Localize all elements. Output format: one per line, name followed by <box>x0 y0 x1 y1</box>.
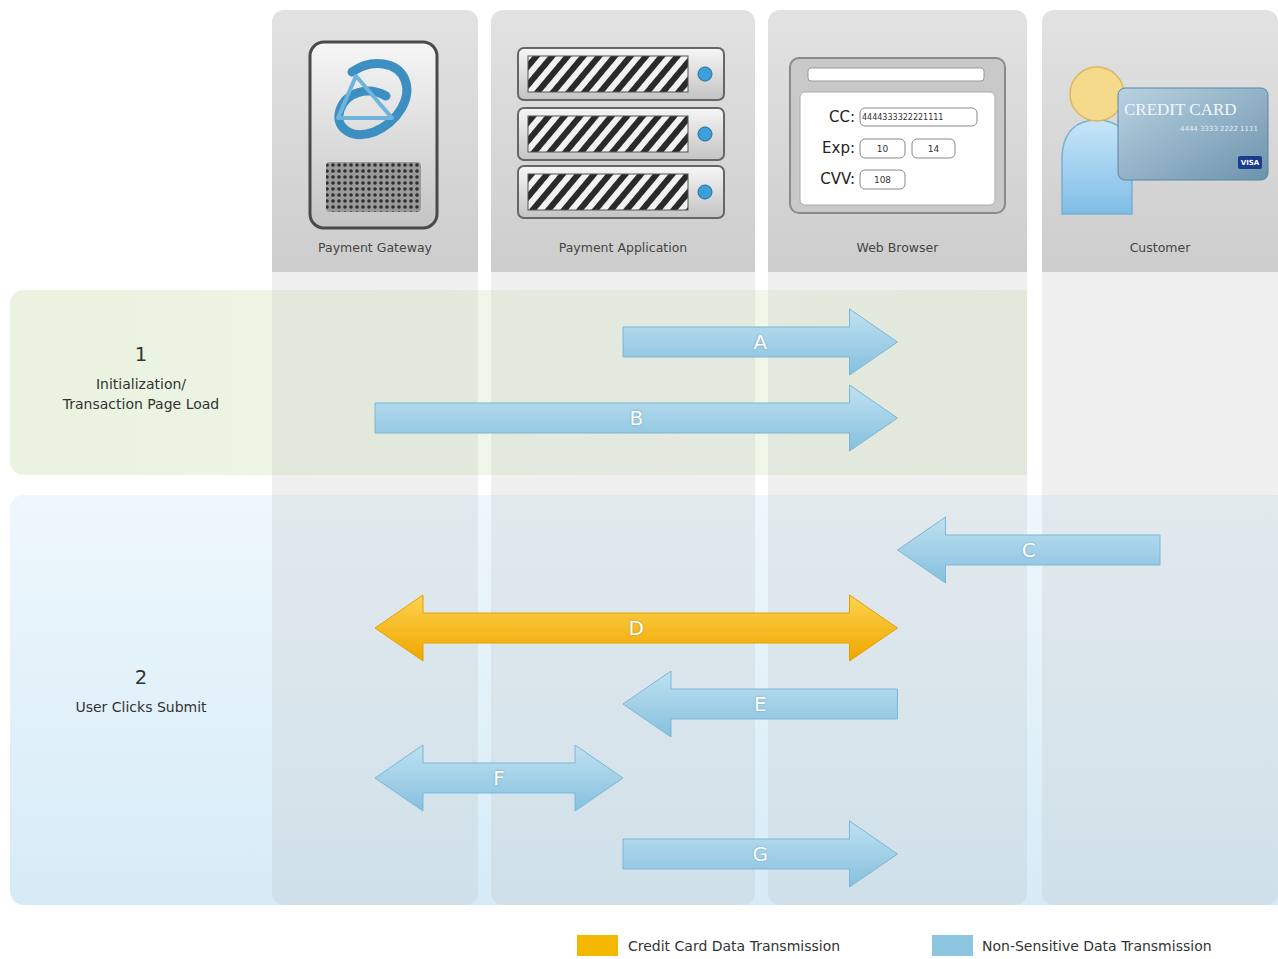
server-stack-part <box>698 127 712 141</box>
expiry-year-value: 14 <box>912 143 955 155</box>
legend-text: Credit Card Data Transmission <box>628 936 840 956</box>
column-title: Web Browser <box>768 238 1027 258</box>
column-title: Customer <box>1042 238 1278 258</box>
browser-window <box>790 58 1005 213</box>
form-field-label: Exp: <box>805 139 855 157</box>
card-number: 4444 3333 2222 1111 <box>1180 124 1266 134</box>
cvv-value: 108 <box>860 174 905 186</box>
arrow-letter: G <box>745 842 775 866</box>
credit-card <box>1118 88 1268 180</box>
server-stack-part <box>528 174 688 210</box>
browser-window-part <box>860 170 905 189</box>
server-stack-part <box>698 67 712 81</box>
browser-window-part <box>912 139 955 158</box>
text-holder: Payment Application <box>491 238 755 258</box>
text-holder: 2User Clicks Submit <box>10 663 272 717</box>
legend-text: Non-Sensitive Data Transmission <box>982 936 1212 956</box>
arrow-letter: F <box>484 766 514 790</box>
arrow-letter: C <box>1014 538 1044 562</box>
column-title: Payment Gateway <box>272 238 478 258</box>
card-title: CREDIT CARD <box>1124 100 1266 120</box>
gateway-device-part <box>310 42 437 228</box>
arrow-letter: A <box>745 330 775 354</box>
card-brand: VISA <box>1238 158 1262 168</box>
gateway-device <box>310 42 437 228</box>
card-number-value: 4444333322221111 <box>862 112 975 123</box>
gateway-device-part <box>326 162 421 212</box>
step-number: 1 <box>10 340 272 370</box>
text-holder: Web Browser <box>768 238 1027 258</box>
form-field-label: CVV: <box>795 170 855 188</box>
form-field-label: CC: <box>805 108 855 126</box>
text-holder: Customer <box>1042 238 1278 258</box>
server-stack <box>518 48 724 218</box>
legend-swatch <box>577 935 618 956</box>
credit-card-part <box>1238 156 1262 169</box>
step-title: User Clicks Submit <box>55 697 227 717</box>
column-title: Payment Application <box>491 238 755 258</box>
browser-window-part <box>800 92 995 205</box>
server-stack-part <box>518 166 724 218</box>
legend-swatch <box>932 935 973 956</box>
server-stack-part <box>528 56 688 92</box>
arrow-letter: D <box>621 616 651 640</box>
expiry-month-value: 10 <box>860 143 905 155</box>
arrow-letter: E <box>745 692 775 716</box>
step-title: Initialization/ Transaction Page Load <box>55 374 227 414</box>
text-holder: Payment Gateway <box>272 238 478 258</box>
server-stack-part <box>518 48 724 100</box>
gateway-device-part <box>338 76 392 118</box>
gateway-device-part <box>339 64 407 135</box>
server-stack-part <box>698 185 712 199</box>
step-number: 2 <box>10 663 272 693</box>
customer-figure-part <box>1070 67 1124 121</box>
arrow-letter: B <box>621 406 651 430</box>
text-holder: 1Initialization/ Transaction Page Load <box>10 340 272 414</box>
browser-window-part <box>860 139 905 158</box>
server-stack-part <box>528 116 688 152</box>
browser-window-part <box>790 58 1005 213</box>
server-stack-part <box>518 108 724 160</box>
browser-window-part <box>808 68 984 81</box>
credit-card-part <box>1118 88 1268 180</box>
browser-window-part <box>860 108 977 126</box>
